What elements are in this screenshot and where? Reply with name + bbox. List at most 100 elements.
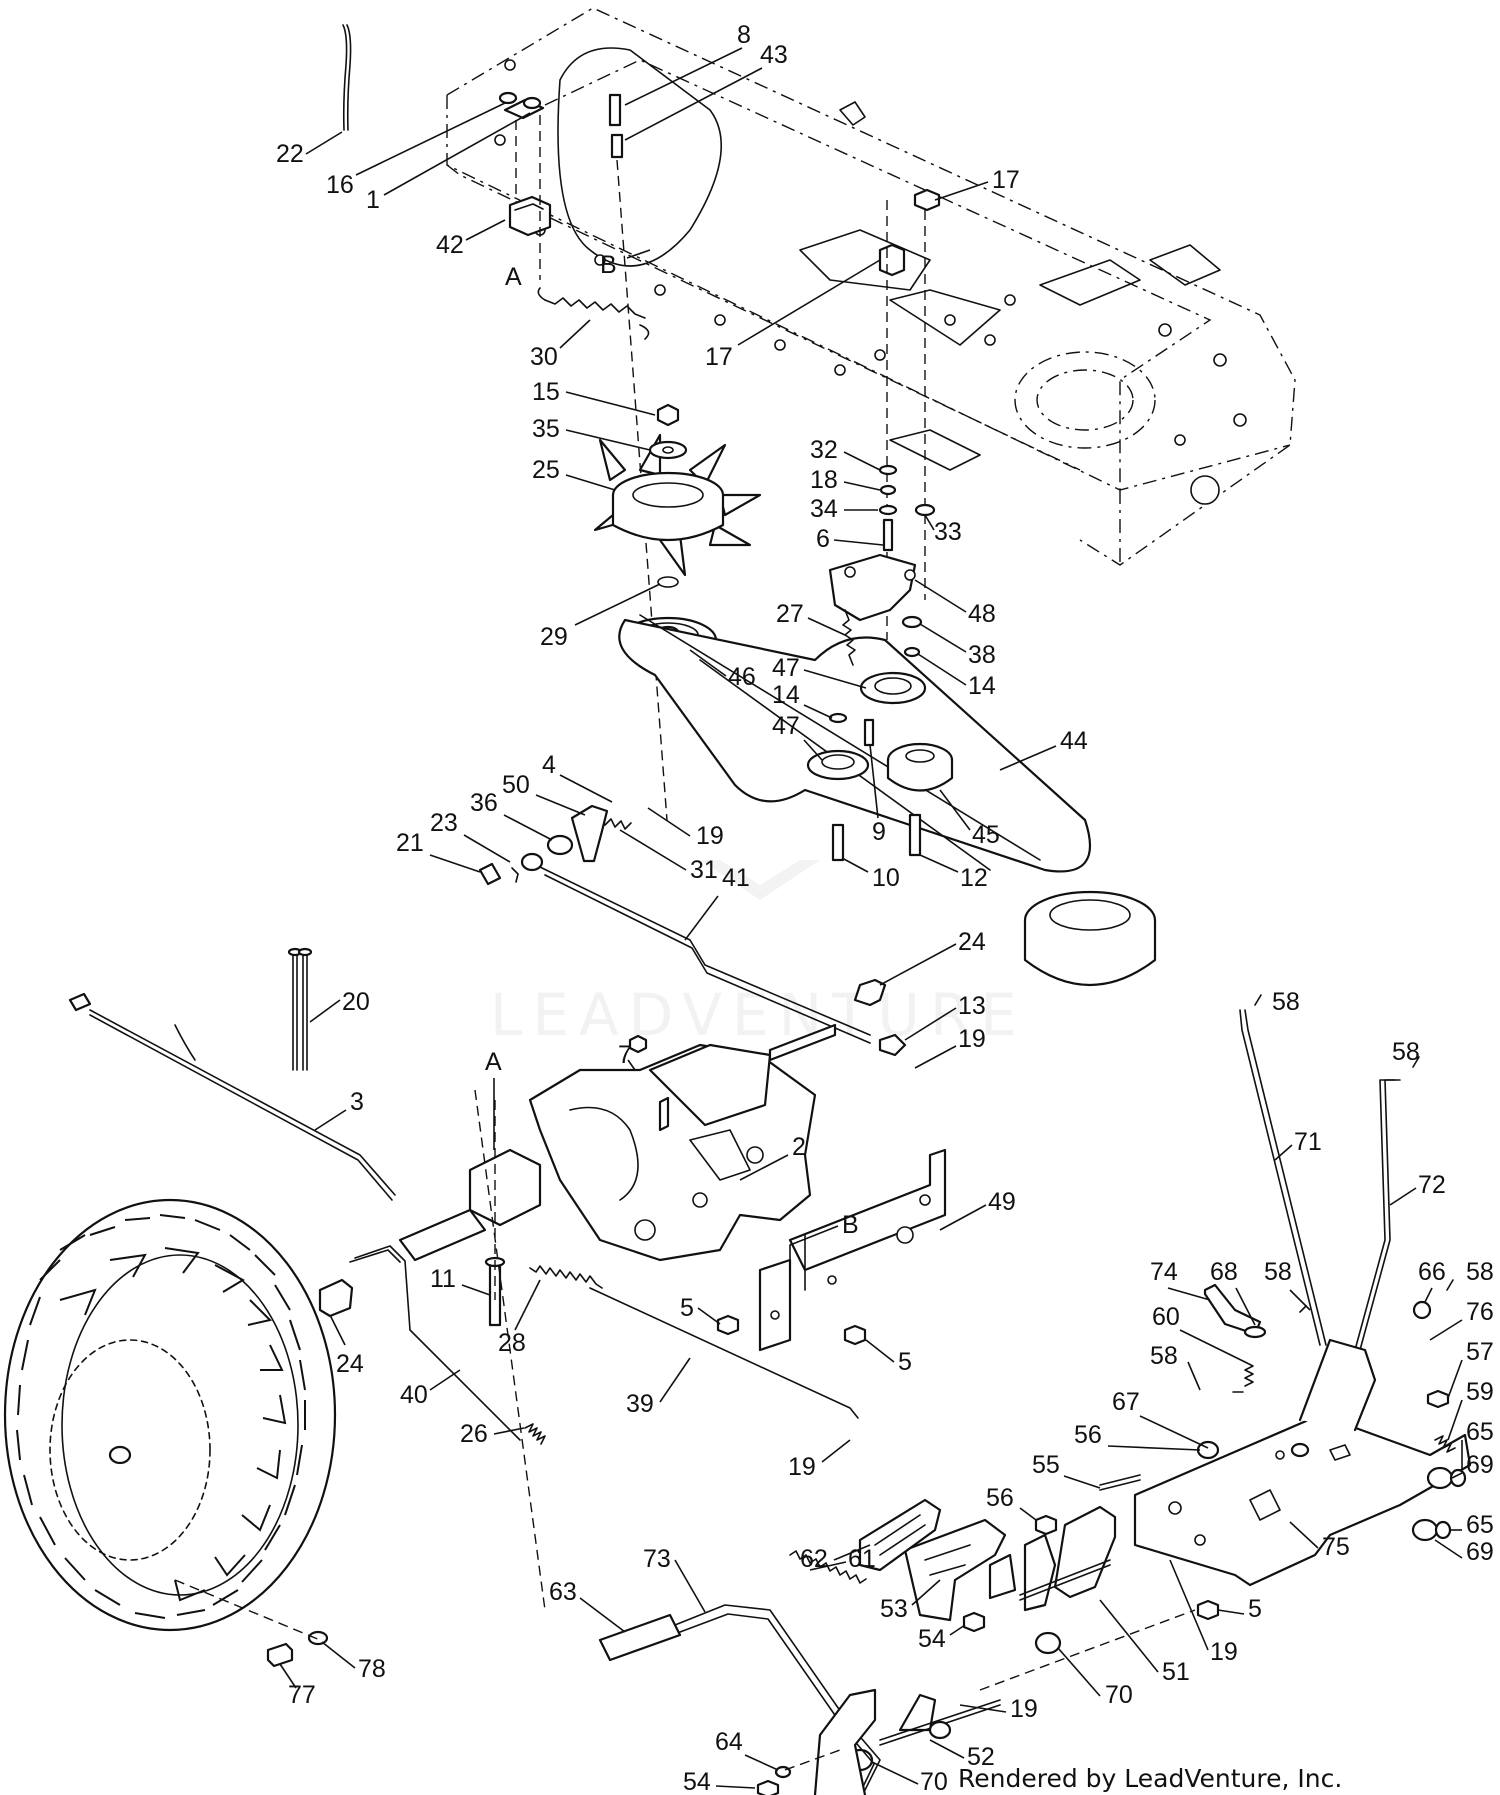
svg-text:11: 11 [430, 1265, 456, 1293]
svg-text:17: 17 [992, 166, 1020, 194]
svg-text:60: 60 [1152, 1303, 1180, 1331]
svg-text:34: 34 [810, 495, 838, 523]
callout-3: 3 [314, 1088, 364, 1131]
washer-66-57 [1412, 1300, 1450, 1409]
fan-25 [593, 433, 762, 577]
svg-text:18: 18 [810, 466, 838, 494]
tractor-frame [446, 7, 1296, 566]
callout-15: 15 [532, 378, 656, 416]
callout-54b: 54 [683, 1768, 756, 1795]
svg-text:36: 36 [470, 789, 498, 817]
svg-text:6: 6 [816, 525, 830, 553]
svg-text:46: 46 [728, 663, 756, 691]
nut-17-upper [878, 188, 941, 277]
svg-text:65: 65 [1466, 1418, 1494, 1446]
bolt-8 [608, 93, 624, 159]
bracket-52 [813, 1688, 1001, 1795]
svg-text:21: 21 [396, 829, 424, 857]
svg-text:19: 19 [788, 1453, 816, 1481]
callout-29: 29 [540, 583, 661, 651]
callout-21: 21 [396, 829, 481, 873]
callout-44: 44 [999, 727, 1088, 771]
svg-text:27: 27 [776, 600, 804, 628]
callout-68: 68 [1210, 1258, 1256, 1326]
callout-69a: 69 [1451, 1451, 1494, 1479]
callout-74: 74 [1150, 1258, 1211, 1301]
callout-24a: 24 [879, 928, 986, 986]
callout-69b: 69 [1434, 1538, 1494, 1566]
svg-text:50: 50 [502, 771, 530, 799]
callout-19d: 19 [1169, 1559, 1238, 1666]
callout-56b: 56 [986, 1484, 1037, 1521]
harness-3 [68, 992, 396, 1201]
centerline-8 [616, 159, 668, 821]
nuts-65-69 [1411, 1466, 1467, 1542]
callout-1: 1 [366, 112, 531, 214]
svg-text:78: 78 [358, 1655, 386, 1683]
svg-text:19: 19 [1010, 1695, 1038, 1723]
svg-text:58: 58 [1264, 1258, 1292, 1286]
idler-arm-48 [828, 553, 917, 622]
svg-text:47: 47 [772, 712, 800, 740]
ref-letter-a-top: A [505, 263, 522, 291]
svg-text:19: 19 [958, 1025, 986, 1053]
callout-56a: 56 [1074, 1421, 1201, 1451]
svg-text:45: 45 [972, 821, 1000, 849]
callout-58d: 58 [1466, 1258, 1494, 1286]
callout-36: 36 [470, 789, 553, 841]
cable-20 [287, 947, 313, 1071]
clutch-pulley [1023, 890, 1157, 986]
callout-78: 78 [321, 1641, 386, 1683]
callout-46: 46 [689, 649, 756, 691]
callout-12: 12 [919, 854, 988, 892]
callout-9: 9 [869, 744, 886, 846]
tire [3, 1198, 337, 1632]
svg-text:14: 14 [772, 681, 800, 709]
svg-text:22: 22 [276, 140, 304, 168]
callout-17b: 17 [705, 259, 881, 371]
brake-bracket-50 [478, 804, 609, 886]
svg-text:3: 3 [350, 1088, 364, 1116]
svg-text:74: 74 [1150, 1258, 1178, 1286]
bracket-42 [508, 195, 552, 237]
svg-text:51: 51 [1162, 1658, 1190, 1686]
svg-text:32: 32 [810, 436, 838, 464]
nuts-54-5 [962, 1599, 1220, 1633]
svg-text:7: 7 [618, 1041, 632, 1069]
pulley-47-lower [806, 749, 870, 781]
spring-61 [789, 1550, 867, 1584]
callout-25: 25 [532, 456, 616, 491]
svg-text:42: 42 [436, 231, 464, 259]
callout-61: 61 [809, 1545, 876, 1573]
callout-23: 23 [430, 809, 511, 863]
svg-text:77: 77 [288, 1681, 316, 1709]
svg-text:2: 2 [792, 1133, 806, 1161]
callout-20: 20 [309, 988, 370, 1023]
callout-26: 26 [460, 1420, 525, 1448]
svg-text:68: 68 [1210, 1258, 1238, 1286]
callout-7: 7 [618, 1041, 636, 1071]
rods-71-72 [1239, 1009, 1401, 1351]
svg-text:13: 13 [958, 992, 986, 1020]
knob-24-lower [318, 1278, 354, 1318]
rod-39 [589, 1287, 859, 1419]
callout-16: 16 [326, 102, 506, 199]
svg-text:5: 5 [898, 1348, 912, 1376]
svg-text:43: 43 [760, 41, 788, 69]
callout-70a: 70 [1057, 1647, 1133, 1709]
callout-11: 11 [430, 1265, 491, 1296]
svg-text:55: 55 [1032, 1451, 1060, 1479]
svg-text:15: 15 [532, 378, 560, 406]
callout-10: 10 [841, 857, 900, 892]
svg-text:65: 65 [1466, 1511, 1494, 1539]
spring-60 [1244, 1361, 1254, 1387]
spring-28 [529, 1265, 603, 1289]
svg-text:23: 23 [430, 809, 458, 837]
svg-text:52: 52 [967, 1743, 995, 1771]
callout-22: 22 [276, 131, 343, 168]
callout-71: 71 [1274, 1128, 1322, 1161]
callout-13: 13 [904, 992, 986, 1041]
ref-letter-b-top: B [600, 249, 651, 279]
svg-text:B: B [842, 1211, 859, 1239]
callout-45: 45 [939, 789, 1000, 849]
